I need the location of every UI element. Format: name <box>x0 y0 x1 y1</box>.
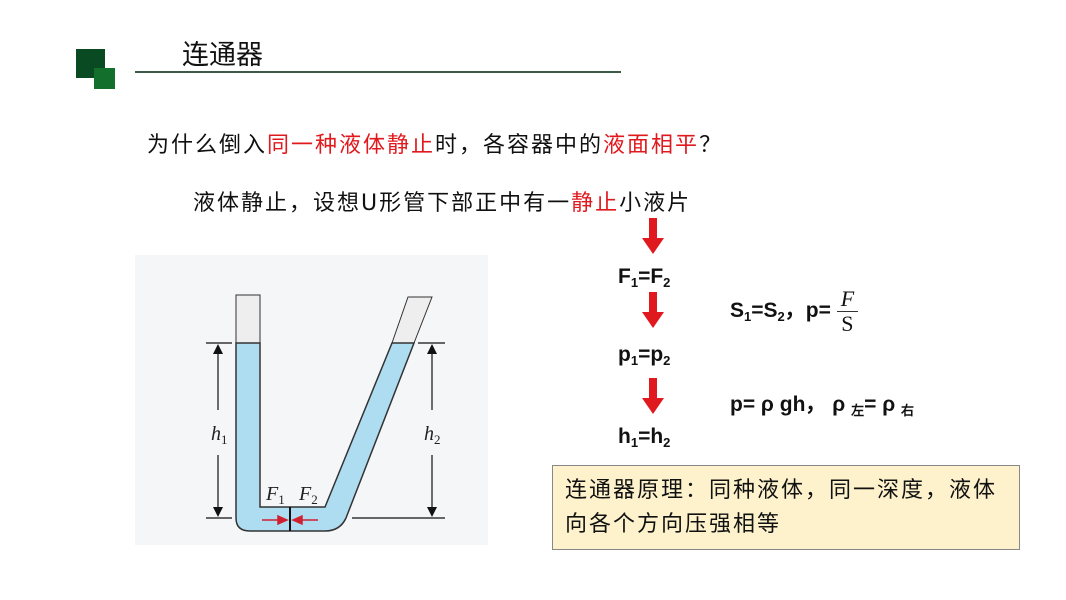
question: 为什么倒入同一种液体静止时，各容器中的液面相平？ <box>147 133 724 158</box>
p-equation: p1=p2 <box>618 343 671 368</box>
h-equation: h1=h2 <box>618 425 671 450</box>
down-arrow-icon <box>642 218 664 254</box>
h1-label: h1 <box>211 423 228 447</box>
slide-title: 连通器 <box>182 40 263 71</box>
title-underline <box>135 71 621 73</box>
density-note: p= ρ gh， ρ 左= ρ 右 <box>730 393 915 418</box>
h2-label: h2 <box>424 423 441 447</box>
down-arrow-icon <box>642 292 664 328</box>
f-equation: F1=F2 <box>618 265 671 290</box>
u-tube-diagram: h1 h2 F1 F2 <box>135 255 488 545</box>
down-arrow-icon <box>642 378 664 414</box>
principle-box: 连通器原理：同种液体，同一深度，液体向各个方向压强相等 <box>552 465 1020 550</box>
f1-label: F1 <box>265 483 285 507</box>
logo-square-light <box>94 68 115 89</box>
f2-label: F2 <box>298 483 318 507</box>
assumption: 液体静止，设想U形管下部正中有一静止小液片 <box>193 191 692 216</box>
